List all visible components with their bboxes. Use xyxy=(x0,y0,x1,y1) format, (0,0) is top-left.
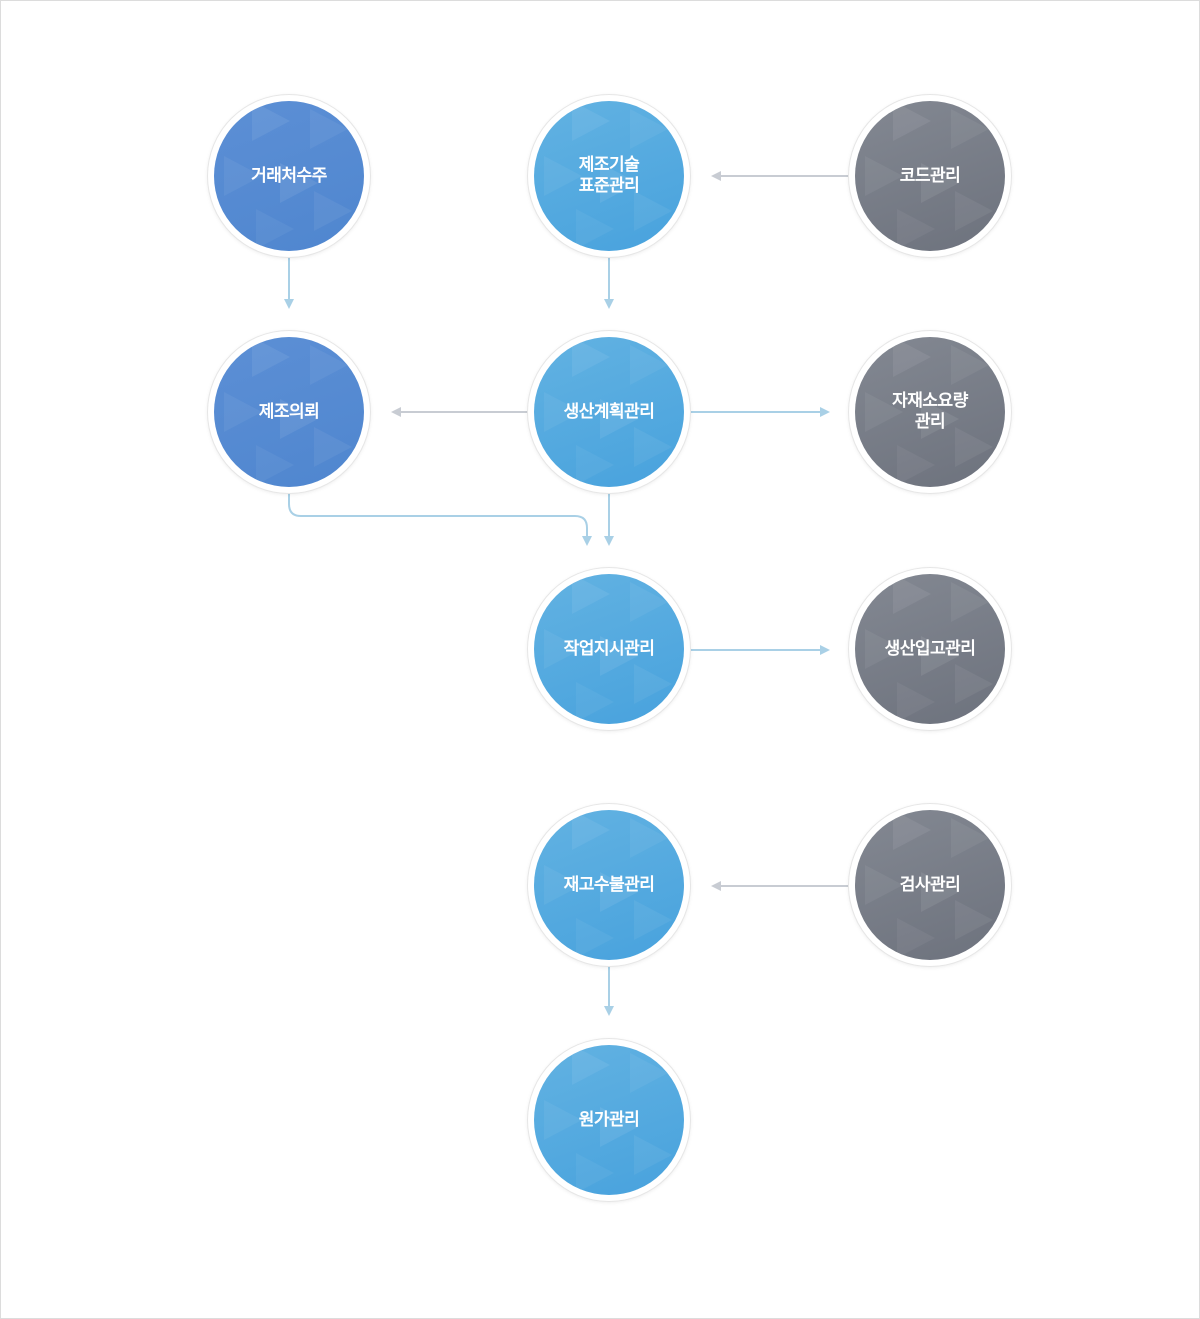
node-inspection[interactable]: 검사관리 xyxy=(849,804,1011,966)
triangle-pattern-icon xyxy=(865,337,993,485)
triangle-pattern-icon xyxy=(544,574,672,722)
triangle-pattern-icon xyxy=(224,101,352,249)
node-customer-order[interactable]: 거래처수주 xyxy=(208,95,370,257)
node-label: 생산계획관리 xyxy=(563,401,655,422)
node-work-order[interactable]: 작업지시관리 xyxy=(528,568,690,730)
triangle-pattern-icon xyxy=(544,337,672,485)
node-production-plan[interactable]: 생산계획관리 xyxy=(528,331,690,493)
arrow-request-to-workorder xyxy=(288,492,592,546)
triangle-pattern-icon xyxy=(224,337,352,485)
node-label: 작업지시관리 xyxy=(563,638,655,659)
triangle-pattern-icon xyxy=(865,574,993,722)
triangle-pattern-icon xyxy=(544,101,672,249)
node-label: 자재소요량 관리 xyxy=(892,391,968,432)
node-label: 원가관리 xyxy=(578,1109,640,1130)
node-disc: 거래처수주 xyxy=(214,101,364,251)
triangle-pattern-icon xyxy=(865,101,993,249)
node-disc: 작업지시관리 xyxy=(534,574,684,724)
node-material-requirement[interactable]: 자재소요량 관리 xyxy=(849,331,1011,493)
node-label: 검사관리 xyxy=(899,874,961,895)
node-disc: 코드관리 xyxy=(855,101,1005,251)
node-label: 재고수불관리 xyxy=(563,874,655,895)
node-production-receipt[interactable]: 생산입고관리 xyxy=(849,568,1011,730)
triangle-pattern-icon xyxy=(865,810,993,958)
node-disc: 자재소요량 관리 xyxy=(855,337,1005,487)
node-disc: 생산계획관리 xyxy=(534,337,684,487)
node-disc: 검사관리 xyxy=(855,810,1005,960)
node-label: 제조의뢰 xyxy=(258,401,320,422)
node-mfg-tech-standard[interactable]: 제조기술 표준관리 xyxy=(528,95,690,257)
node-label: 제조기술 표준관리 xyxy=(578,155,640,196)
node-disc: 생산입고관리 xyxy=(855,574,1005,724)
node-mfg-request[interactable]: 제조의뢰 xyxy=(208,331,370,493)
node-disc: 제조의뢰 xyxy=(214,337,364,487)
node-label: 거래처수주 xyxy=(251,165,327,186)
node-inventory[interactable]: 재고수불관리 xyxy=(528,804,690,966)
node-disc: 원가관리 xyxy=(534,1045,684,1195)
triangle-pattern-icon xyxy=(544,1045,672,1193)
node-code-mgmt[interactable]: 코드관리 xyxy=(849,95,1011,257)
node-label: 코드관리 xyxy=(899,165,961,186)
node-disc: 재고수불관리 xyxy=(534,810,684,960)
node-label: 생산입고관리 xyxy=(884,638,976,659)
node-disc: 제조기술 표준관리 xyxy=(534,101,684,251)
triangle-pattern-icon xyxy=(544,810,672,958)
node-cost[interactable]: 원가관리 xyxy=(528,1039,690,1201)
